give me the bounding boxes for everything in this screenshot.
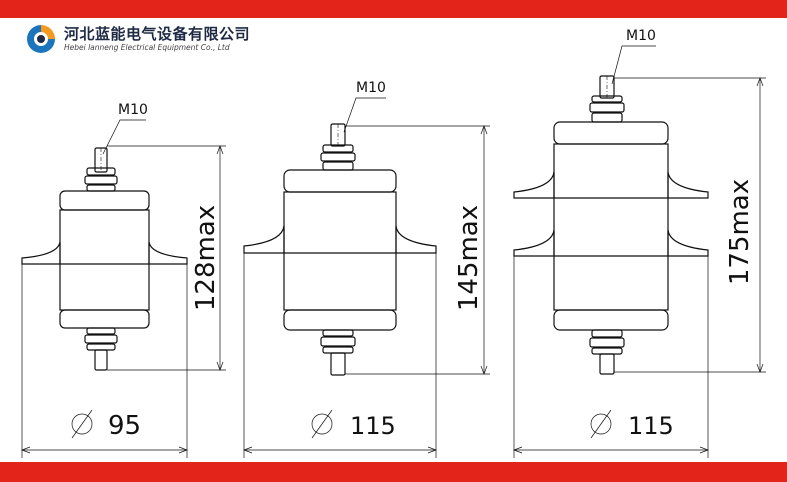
arrester-1-body xyxy=(21,147,188,371)
arrester-1-dimensions xyxy=(21,119,226,458)
arrester-1-height-label: 128max xyxy=(191,205,221,311)
arrester-2-diameter-label: 115 xyxy=(350,412,396,440)
arrester-3: M10 175max 115 xyxy=(513,28,766,458)
arrester-1: M10 128max 95 xyxy=(21,102,226,458)
top-red-band xyxy=(0,0,787,18)
arrester-2: M10 145max 115 xyxy=(243,80,490,458)
arrester-1-diameter-label: 95 xyxy=(108,411,141,441)
bottom-red-band xyxy=(0,462,787,482)
arrester-2-body xyxy=(243,123,437,376)
arrester-2-dimensions xyxy=(243,97,490,458)
arrester-3-body xyxy=(513,75,709,375)
company-name-en: Hebei lanneng Electrical Equipment Co., … xyxy=(64,43,230,52)
arrester-2-height-label: 145max xyxy=(454,205,484,311)
arrester-2-thread-label: M10 xyxy=(356,80,386,96)
company-emblem-icon xyxy=(27,25,55,53)
arrester-1-thread-label: M10 xyxy=(118,102,148,118)
arrester-3-thread-label: M10 xyxy=(626,28,656,44)
arrester-3-height-label: 175max xyxy=(725,179,755,285)
arrester-3-dimensions xyxy=(513,45,766,458)
arrester-3-diameter-label: 115 xyxy=(628,412,674,440)
company-name-cn: 河北蓝能电气设备有限公司 xyxy=(64,25,251,43)
company-logo: 河北蓝能电气设备有限公司 Hebei lanneng Electrical Eq… xyxy=(24,22,250,56)
